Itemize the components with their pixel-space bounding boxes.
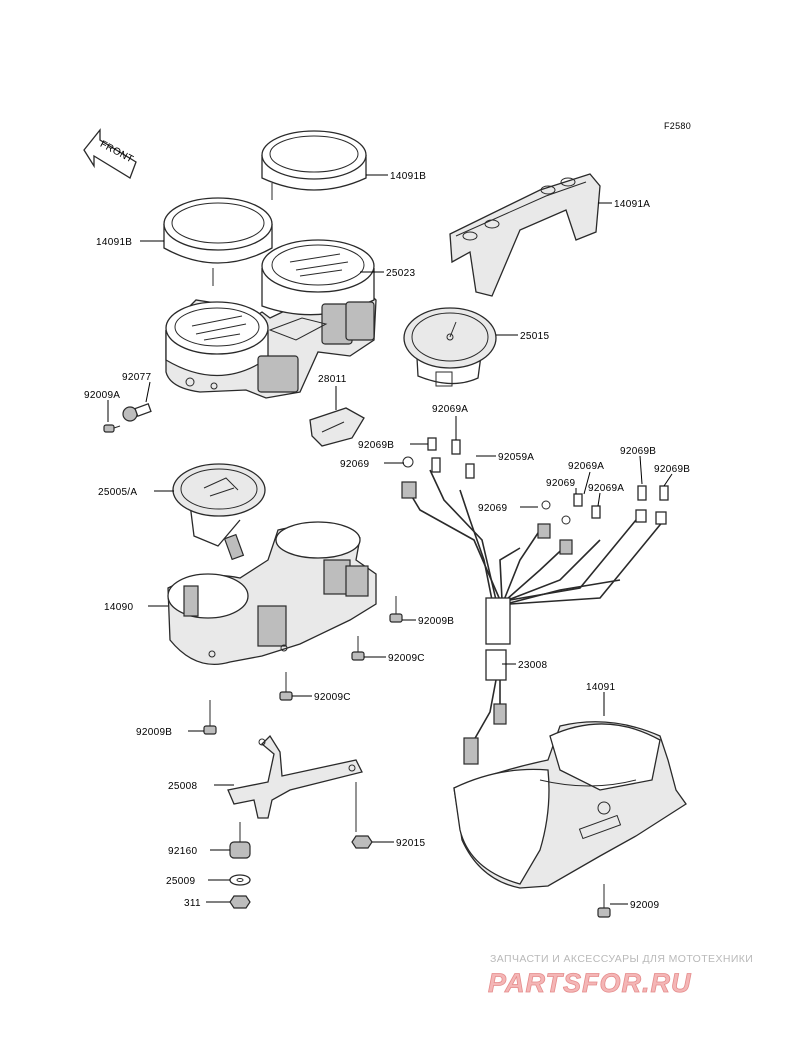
- upper-cover-14091a: [449, 173, 601, 297]
- bracket-25008: [227, 734, 363, 819]
- screw-92009a: [103, 424, 121, 433]
- label-14090: 14090: [104, 602, 133, 613]
- label-92077: 92077: [122, 372, 151, 383]
- label-92069-small: 92069: [546, 478, 575, 489]
- washer-25009: [229, 874, 251, 886]
- wiring-harness-23008: [401, 437, 669, 765]
- label-92059a: 92059A: [498, 452, 534, 463]
- lower-cover-14091: [453, 721, 687, 889]
- screw-92009b-low: [203, 700, 217, 735]
- label-14091b-top: 14091B: [390, 171, 426, 182]
- label-92009b-low: 92009B: [136, 727, 172, 738]
- label-92069-mid: 92069: [478, 503, 507, 514]
- screw-92009c-low: [279, 672, 293, 701]
- label-92160: 92160: [168, 846, 197, 857]
- label-92069b-right2: 92069B: [654, 464, 690, 475]
- label-23008: 23008: [518, 660, 547, 671]
- screw-92009: [597, 884, 611, 918]
- label-92069a-mid: 92069A: [568, 461, 604, 472]
- nut-311: [229, 895, 251, 909]
- label-92069b-left: 92069B: [358, 440, 394, 451]
- label-92069a-low: 92069A: [588, 483, 624, 494]
- bezel-ring-14091b-top: [261, 130, 367, 200]
- label-14091a: 14091A: [614, 199, 650, 210]
- bezel-ring-14091b-left: [163, 197, 273, 286]
- label-25005a: 25005/A: [98, 487, 137, 498]
- label-14091b-left: 14091B: [96, 237, 132, 248]
- front-arrow-icon: FRONT: [83, 128, 137, 179]
- label-92009b-right: 92009B: [418, 616, 454, 627]
- label-92009a: 92009A: [84, 390, 120, 401]
- label-92069b-right1: 92069B: [620, 446, 656, 457]
- label-311: 311: [184, 898, 201, 909]
- label-25008: 25008: [168, 781, 197, 792]
- label-14091: 14091: [586, 682, 615, 693]
- watermark-tagline: ЗАПЧАСТИ И АКСЕССУАРЫ ДЛЯ МОТОТЕХНИКИ: [490, 953, 753, 965]
- part-28011: [309, 407, 365, 447]
- label-92009: 92009: [630, 900, 659, 911]
- nut-92015: [351, 782, 373, 849]
- label-92069a-top: 92069A: [432, 404, 468, 415]
- gauge-25005a: [172, 463, 266, 561]
- screw-92009c-right: [351, 636, 365, 661]
- label-92009c-low: 92009C: [314, 692, 351, 703]
- label-92069-left: 92069: [340, 459, 369, 470]
- label-25015: 25015: [520, 331, 549, 342]
- screw-92009b-right: [389, 596, 403, 623]
- meter-case-14090: [167, 521, 377, 666]
- label-92015: 92015: [396, 838, 425, 849]
- label-25009: 25009: [166, 876, 195, 887]
- gauge-25015: [403, 307, 497, 387]
- watermark-brand: PARTSFOR.RU: [488, 968, 692, 998]
- meter-assembly-25023: [165, 239, 377, 399]
- grommet-92160: [229, 822, 251, 859]
- gear-part-92077: [122, 403, 152, 422]
- label-25023: 25023: [386, 268, 415, 279]
- label-28011: 28011: [318, 374, 347, 385]
- figure-code: F2580: [664, 121, 691, 131]
- label-92009c-right: 92009C: [388, 653, 425, 664]
